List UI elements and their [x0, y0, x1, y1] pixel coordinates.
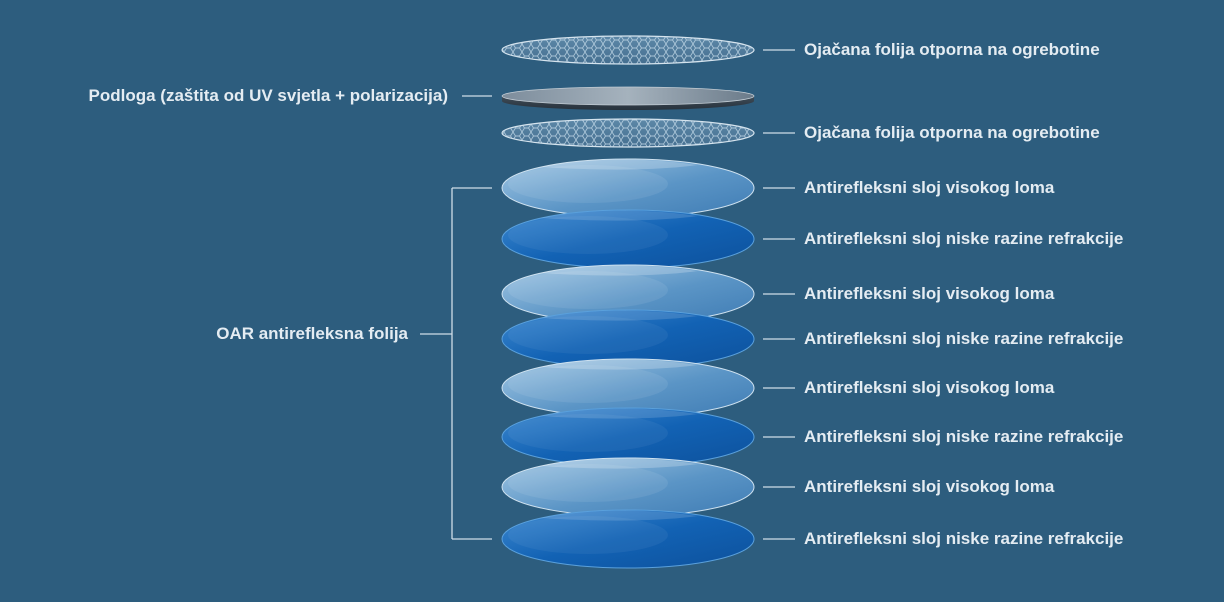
layer-light-7 [501, 358, 755, 418]
layer-label-6: Antirefleksni sloj niske razine refrakci… [804, 329, 1124, 348]
layer-mesh-0 [501, 35, 755, 65]
layer-mesh-2 [501, 118, 755, 148]
layer-light-3 [501, 158, 755, 218]
layer-label-5: Antirefleksni sloj visokog loma [804, 284, 1055, 303]
layer-label-2: Ojačana folija otporna na ogrebotine [804, 123, 1100, 142]
layer-label-9: Antirefleksni sloj visokog loma [804, 477, 1055, 496]
layer-dark-8 [501, 407, 755, 467]
oar-group-label: OAR antirefleksna folija [216, 324, 408, 343]
layer-label-10: Antirefleksni sloj niske razine refrakci… [804, 529, 1124, 548]
substrate-label: Podloga (zaštita od UV svjetla + polariz… [88, 86, 448, 105]
layer-label-8: Antirefleksni sloj niske razine refrakci… [804, 427, 1124, 446]
layer-label-0: Ojačana folija otporna na ogrebotine [804, 40, 1100, 59]
layer-label-4: Antirefleksni sloj niske razine refrakci… [804, 229, 1124, 248]
layer-light-5 [501, 264, 755, 324]
layer-label-7: Antirefleksni sloj visokog loma [804, 378, 1055, 397]
layer-label-3: Antirefleksni sloj visokog loma [804, 178, 1055, 197]
layer-substrate-1 [501, 86, 755, 110]
layer-light-9 [501, 457, 755, 517]
layer-dark-6 [501, 309, 755, 369]
layer-dark-4 [501, 209, 755, 269]
layer-dark-10 [501, 509, 755, 569]
